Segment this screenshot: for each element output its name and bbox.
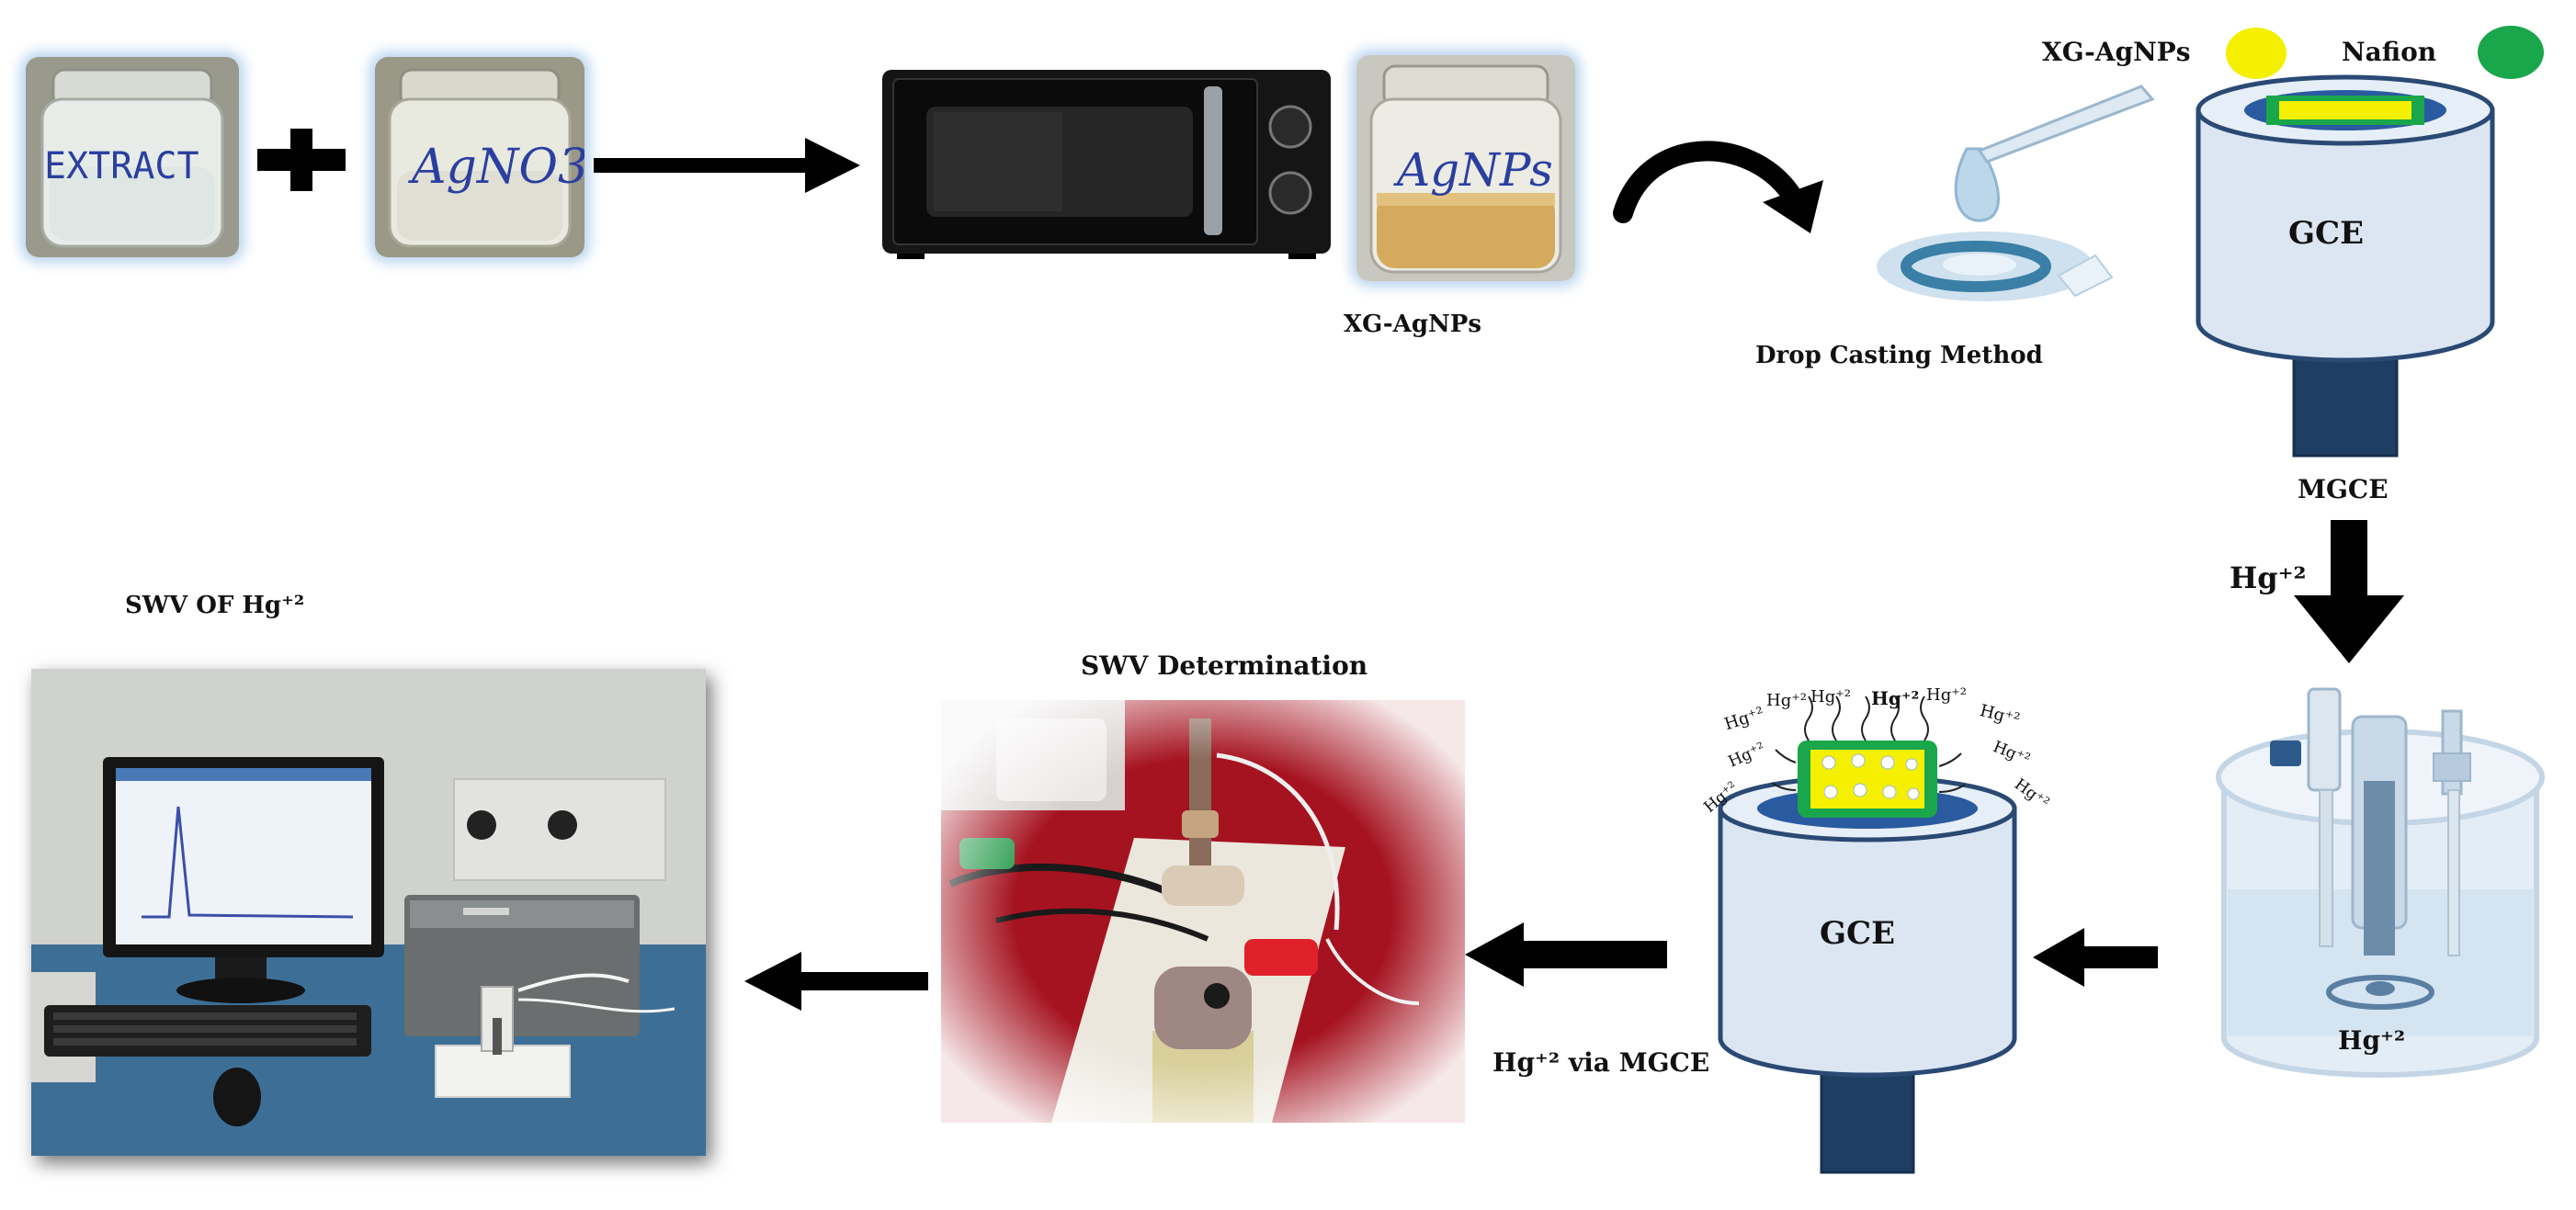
swv-of-hg-label: SWV OF Hg⁺² (125, 592, 305, 619)
plus-icon (257, 129, 346, 191)
instrument-setup-photo (31, 669, 706, 1156)
gce-label-top: GCE (2288, 215, 2365, 252)
drop-casting-label: Drop Casting Method (1755, 342, 2043, 369)
arrow-left-icon (2033, 928, 2158, 987)
xg-agnps-caption: XG-AgNPs (1344, 311, 1481, 338)
hg-arrow-label: Hg⁺² (2230, 560, 2307, 595)
jar-label-agnps: AgNPs (1397, 143, 1553, 197)
arrow-left-icon (744, 952, 928, 1011)
hg-ion-4: Hg⁺² (1871, 687, 1920, 709)
arrow-left-icon (1465, 922, 1667, 987)
hg-via-mgce-label: Hg⁺² via MGCE (1492, 1047, 1710, 1078)
agnps-jar-photo: AgNPs (1356, 55, 1575, 281)
curved-arrow-icon (1613, 141, 1823, 233)
pipette-icon (1877, 85, 2155, 301)
jar-label-agno3: AgNO3 (412, 140, 584, 195)
agno3-jar-photo: AgNO3 (375, 57, 584, 257)
legend-nafion-label: Nafion (2342, 37, 2437, 67)
legend-xg-swatch (2226, 28, 2287, 79)
hg-ion-2: Hg⁺² (1766, 691, 1807, 710)
legend-xg-label: XG-AgNPs (2042, 37, 2191, 67)
electrochemical-cell (2216, 687, 2545, 1078)
gce-electrode-top (2196, 74, 2495, 458)
arrow-right-icon (594, 138, 860, 193)
extract-jar-photo: EXTRACT (26, 57, 239, 257)
microwave-icon (882, 70, 1331, 259)
gce-label-bottom: GCE (1820, 915, 1896, 952)
arrow-down-icon (2294, 520, 2404, 663)
cell-hg-label: Hg⁺² (2338, 1025, 2406, 1056)
swv-determination-label: SWV Determination (1081, 650, 1368, 681)
hg-ion-3: Hg⁺² (1810, 687, 1851, 707)
legend-nafion-swatch (2478, 26, 2544, 79)
swv-setup-photo (941, 700, 1465, 1123)
mgce-label: MGCE (2298, 474, 2389, 504)
gce-electrode-bottom (1718, 695, 2017, 1174)
jar-label-extract: EXTRACT (44, 145, 199, 187)
hg-ion-5: Hg⁺² (1926, 685, 1967, 705)
